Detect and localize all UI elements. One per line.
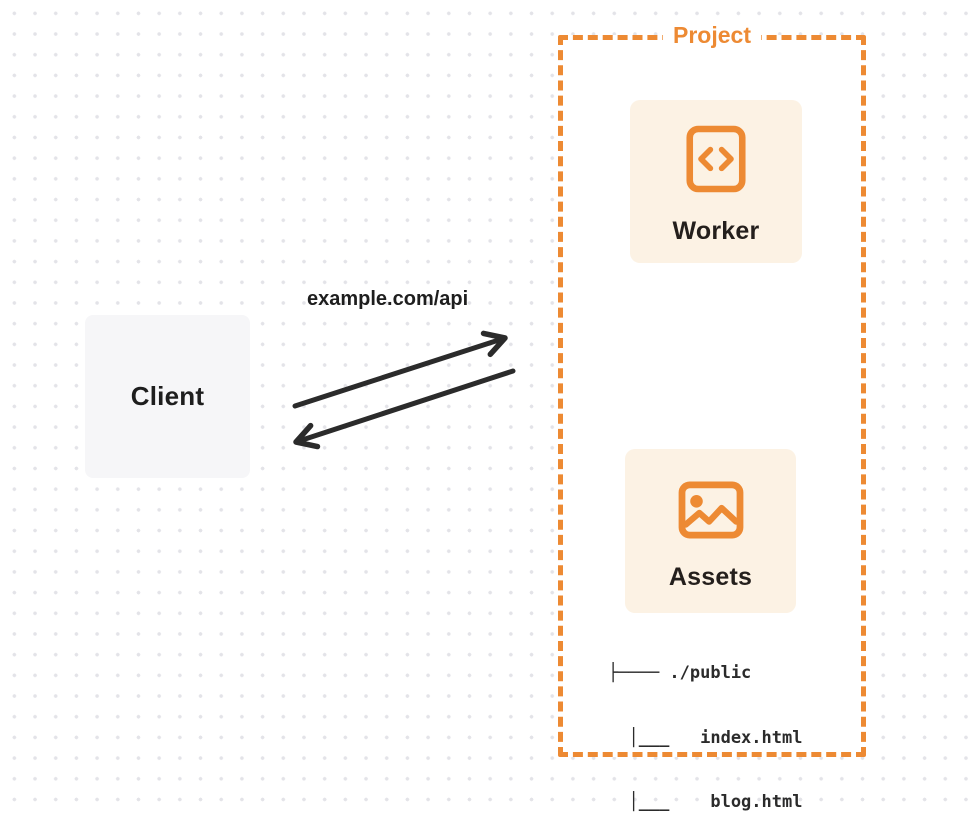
code-document-icon xyxy=(686,125,746,193)
assets-file-tree: ├──── ./public │___ index.html │___ blog… xyxy=(608,620,802,818)
project-container: Project Worker Assets ├──── ./public │__… xyxy=(558,21,866,812)
client-label: Client xyxy=(130,381,205,411)
project-title: Project xyxy=(663,21,761,49)
tree-line-root: ├──── ./public xyxy=(608,663,752,683)
tree-line-index: │___ index.html xyxy=(608,727,803,748)
request-url-label: example.com/api xyxy=(307,288,469,310)
image-icon xyxy=(678,480,743,539)
response-arrow xyxy=(293,368,516,450)
assets-node: Assets xyxy=(625,449,796,613)
tree-line-blog: │___ blog.html xyxy=(608,792,803,812)
worker-label: Worker xyxy=(672,217,760,245)
worker-node: Worker xyxy=(630,100,802,263)
client-node: Client xyxy=(85,315,250,478)
request-arrow xyxy=(292,330,508,409)
assets-label: Assets xyxy=(668,562,753,591)
